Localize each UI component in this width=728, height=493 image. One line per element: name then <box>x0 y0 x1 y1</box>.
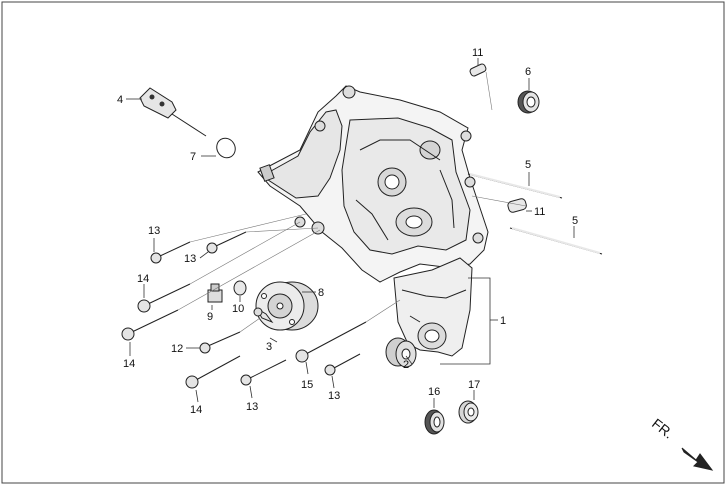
callout-12: 12 <box>171 343 183 355</box>
bolt-12 <box>199 331 241 354</box>
callout-14-a: 14 <box>137 273 149 285</box>
bolt-15 <box>295 321 367 363</box>
stud-bolt-5-lower <box>509 227 603 255</box>
bolt-14-upper <box>137 283 191 313</box>
bolt-14-lower <box>185 355 241 389</box>
callout-14-c: 14 <box>190 404 202 416</box>
washer-10 <box>233 280 247 296</box>
leader-lines <box>126 58 575 408</box>
callout-13-d: 13 <box>328 390 340 402</box>
callout-9: 9 <box>207 311 213 323</box>
callout-15: 15 <box>301 379 313 391</box>
callout-11-top: 11 <box>472 47 483 59</box>
callout-3: 3 <box>266 341 272 353</box>
callout-13-a: 13 <box>148 225 160 237</box>
fr-label: FR. <box>649 415 677 441</box>
callout-11-right: 11 <box>534 206 545 218</box>
diagram-border <box>1 1 725 484</box>
dowel-pin-11-top <box>469 63 487 77</box>
callout-8: 8 <box>318 287 324 299</box>
callout-5-upper: 5 <box>525 159 531 171</box>
callout-13-b: 13 <box>184 253 196 265</box>
callout-5-lower: 5 <box>572 215 578 227</box>
bolt-13-lower-right <box>324 353 361 376</box>
bolt-13-upper-left <box>150 241 191 264</box>
crankcase-cover <box>257 85 489 283</box>
callout-17: 17 <box>468 379 480 391</box>
oil-seal-16 <box>424 409 445 435</box>
oil-seal-6 <box>517 90 540 114</box>
callout-7: 7 <box>190 151 196 163</box>
fr-arrow-icon <box>681 447 714 471</box>
plug-bolt-9 <box>207 283 223 303</box>
bolt-13-upper-mid <box>206 231 247 254</box>
bearing-17 <box>458 400 479 424</box>
callout-6: 6 <box>525 66 531 78</box>
stud-bolt-5-upper <box>467 173 563 199</box>
callout-13-c: 13 <box>246 401 258 413</box>
callout-2: 2 <box>403 359 409 371</box>
callout-1: 1 <box>500 315 506 327</box>
alignment-lines <box>177 71 527 333</box>
callout-10: 10 <box>232 303 244 315</box>
bushing-2 <box>385 337 417 368</box>
callout-4: 4 <box>117 94 123 106</box>
callout-14-b: 14 <box>123 358 135 370</box>
oil-dipstick-4 <box>139 87 207 137</box>
dowel-pin-11-right <box>507 198 527 213</box>
bolt-14-mid <box>121 309 179 341</box>
bolt-13-lower-left <box>240 359 287 386</box>
pulley-assembly-8 <box>253 281 319 331</box>
callout-labels: 4 7 11 6 5 11 5 8 13 13 14 9 10 12 14 3 … <box>117 47 578 416</box>
mount-bracket <box>393 257 473 357</box>
callout-16: 16 <box>428 386 440 398</box>
o-ring-7 <box>216 137 236 159</box>
front-direction-marker: FR. <box>649 415 714 471</box>
